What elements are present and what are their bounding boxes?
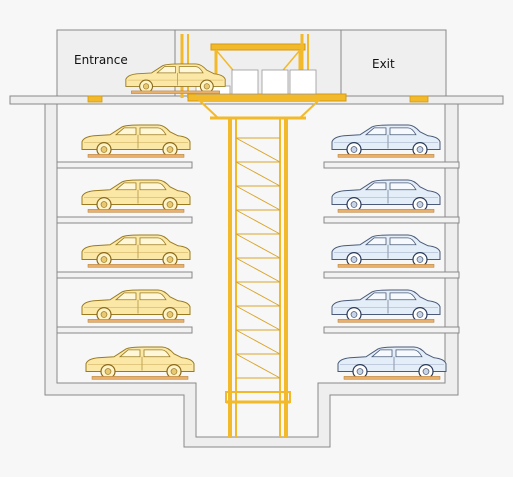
- right-bay-shelves: [323, 161, 460, 334]
- slab-stop-right: [409, 95, 429, 103]
- lift-tower: [180, 34, 347, 438]
- entrance-label: Entrance: [74, 53, 128, 67]
- car-right-3: [331, 234, 441, 268]
- car-left-2: [81, 179, 191, 213]
- car-left-4: [81, 289, 191, 323]
- car-left-1: [81, 124, 191, 158]
- car-right-1: [331, 124, 441, 158]
- car-left-3: [81, 234, 191, 268]
- exit-label: Exit: [372, 57, 395, 71]
- car-left-5: [85, 346, 195, 380]
- left-bay-shelves: [56, 161, 193, 334]
- car-right-4: [331, 289, 441, 323]
- car-right-5: [337, 346, 447, 380]
- slab-stop-left: [87, 95, 103, 103]
- car-right-2: [331, 179, 441, 213]
